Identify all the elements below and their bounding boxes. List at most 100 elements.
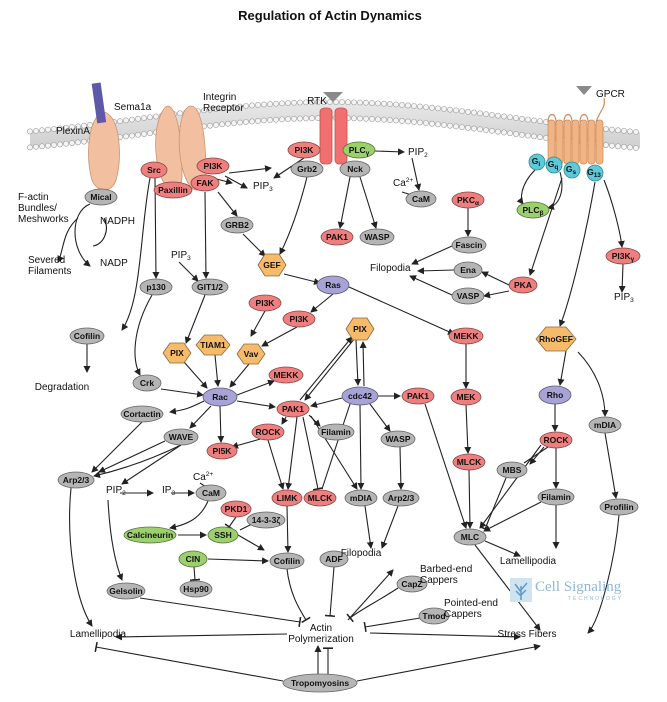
node-pak1_m: PAK1 bbox=[276, 400, 310, 418]
node-label: PIX bbox=[170, 348, 184, 358]
node-label: WASP bbox=[385, 434, 410, 444]
node-src: Src bbox=[140, 161, 168, 179]
node-label: PAK1 bbox=[326, 232, 348, 242]
node-pix_l: PIX bbox=[162, 342, 192, 364]
node-label: MLCK bbox=[457, 457, 482, 467]
node-label: MBS bbox=[503, 465, 522, 475]
node-label: Tropomyosins bbox=[291, 678, 349, 688]
gpcr-ligand bbox=[576, 86, 592, 95]
node-paxillin: Paxillin bbox=[153, 181, 193, 199]
node-label: MEK bbox=[457, 392, 477, 402]
node-label: CapZ bbox=[401, 579, 422, 589]
node-ras: Ras bbox=[316, 275, 350, 295]
node-label: CaM bbox=[412, 194, 430, 204]
node-label: GEF bbox=[263, 260, 280, 270]
label-nadph: NADPH bbox=[100, 216, 135, 227]
node-mekk_r: MEKK bbox=[448, 327, 484, 345]
node-gi: Gi bbox=[528, 153, 546, 171]
label-pointed: Pointed-end bbox=[444, 598, 498, 609]
node-limk: LIMK bbox=[271, 489, 303, 507]
node-label: ROCK bbox=[543, 435, 569, 445]
node-label: SSH bbox=[214, 530, 231, 540]
node-label: PAK1 bbox=[407, 391, 429, 401]
node-label: Hsp90 bbox=[183, 584, 209, 594]
node-label: Rho bbox=[547, 390, 564, 400]
node-pak1_top: PAK1 bbox=[320, 228, 354, 246]
node-vav: Vav bbox=[236, 343, 266, 365]
node-mek: MEK bbox=[450, 388, 482, 406]
node-label: FAK bbox=[197, 178, 215, 188]
node-pi3k_int: PI3K bbox=[196, 157, 230, 175]
node-cdc42: cdc42 bbox=[341, 386, 379, 406]
label-ca_m: Ca2+ bbox=[193, 471, 213, 483]
node-label: Profilin bbox=[604, 502, 633, 512]
logo-text: Cell Signaling bbox=[535, 579, 622, 595]
node-capz: CapZ bbox=[396, 575, 428, 593]
label-pointed: Cappers bbox=[444, 609, 482, 620]
node-label: Fascin bbox=[456, 240, 483, 250]
node-label: MLC bbox=[461, 532, 479, 542]
label-lamellipodia_r: Lamellipodia bbox=[500, 556, 557, 567]
label-ca_top: Ca2+ bbox=[393, 177, 413, 189]
node-label: Cofilin bbox=[74, 331, 100, 341]
label-nadp: NADP bbox=[100, 258, 128, 269]
plexina-label: PlexinA bbox=[56, 126, 90, 137]
node-pi3k_a: PI3K bbox=[248, 294, 282, 312]
node-label: cdc42 bbox=[348, 391, 372, 401]
label-actin_poly: Actin bbox=[310, 623, 332, 634]
node-label: Src bbox=[147, 165, 161, 175]
node-label: Ras bbox=[325, 280, 341, 290]
gprotein-label: G13 bbox=[587, 167, 601, 179]
node-pi3kg: PI3Kγ bbox=[605, 247, 641, 265]
node-pi5k: PI5K bbox=[206, 442, 238, 460]
gprotein-label: Gs bbox=[566, 164, 577, 176]
node-label: PKD1 bbox=[225, 504, 248, 514]
label-degradation: Degradation bbox=[35, 382, 89, 393]
node-label: p130 bbox=[146, 282, 166, 292]
node-label: Filamin bbox=[321, 427, 351, 437]
node-git12: GIT1/2 bbox=[191, 278, 229, 296]
node-label: Paxillin bbox=[158, 185, 188, 195]
node-pix_r: PIX bbox=[345, 317, 375, 341]
node-grb2_mid: GRB2 bbox=[220, 216, 254, 234]
node-mdia_m: mDIA bbox=[344, 489, 378, 507]
node-label: GRB2 bbox=[225, 220, 249, 230]
label-pip3_c: PIP3 bbox=[614, 292, 634, 304]
label-factin: F-actin bbox=[18, 192, 49, 203]
label-filopodia_m: Filopodia bbox=[341, 548, 382, 559]
node-p130: p130 bbox=[139, 278, 173, 296]
node-gelsolin: Gelsolin bbox=[106, 582, 146, 600]
node-fak: FAK bbox=[190, 174, 220, 192]
label-barbed: Barbed-end bbox=[420, 564, 472, 575]
node-label: ADF bbox=[325, 554, 342, 564]
node-cam_m: CaM bbox=[195, 484, 227, 502]
node-calcineurin: Calcineurin bbox=[123, 526, 177, 544]
label-filopodia_top: Filopodia bbox=[370, 263, 411, 274]
node-label: MLCK bbox=[308, 493, 333, 503]
node-tropomyosins: Tropomyosins bbox=[282, 673, 358, 693]
node-mlck_m: MLCK bbox=[303, 489, 337, 507]
label-severed: Severed bbox=[28, 255, 65, 266]
node-plcb: PLCβ bbox=[516, 201, 550, 219]
node-label: MEKK bbox=[453, 331, 479, 341]
integrin-label: Integrin bbox=[203, 92, 236, 103]
node-mekk_l: MEKK bbox=[268, 366, 304, 384]
node-label: Arp2/3 bbox=[388, 493, 415, 503]
node-label: mDIA bbox=[350, 493, 372, 503]
node-label: TIAM1 bbox=[200, 340, 226, 350]
node-label: Cortactin bbox=[123, 409, 160, 419]
node-label: 14-3-3ζ bbox=[252, 515, 281, 525]
node-label: PI3Kγ bbox=[612, 251, 635, 263]
node-label: WAVE bbox=[169, 432, 194, 442]
cell-signaling-logo: Cell Signaling TECHNOLOGY bbox=[510, 578, 660, 608]
node-label: Gelsolin bbox=[109, 586, 143, 596]
node-profilin: Profilin bbox=[599, 498, 639, 516]
node-label: Filamin bbox=[541, 492, 571, 502]
node-plcg: PLCγ bbox=[342, 141, 376, 159]
node-rock_r: ROCK bbox=[539, 431, 573, 449]
pathway-edges bbox=[57, 148, 626, 682]
node-cofilin_m: Cofilin bbox=[269, 552, 305, 570]
label-barbed: Cappers bbox=[420, 575, 458, 586]
